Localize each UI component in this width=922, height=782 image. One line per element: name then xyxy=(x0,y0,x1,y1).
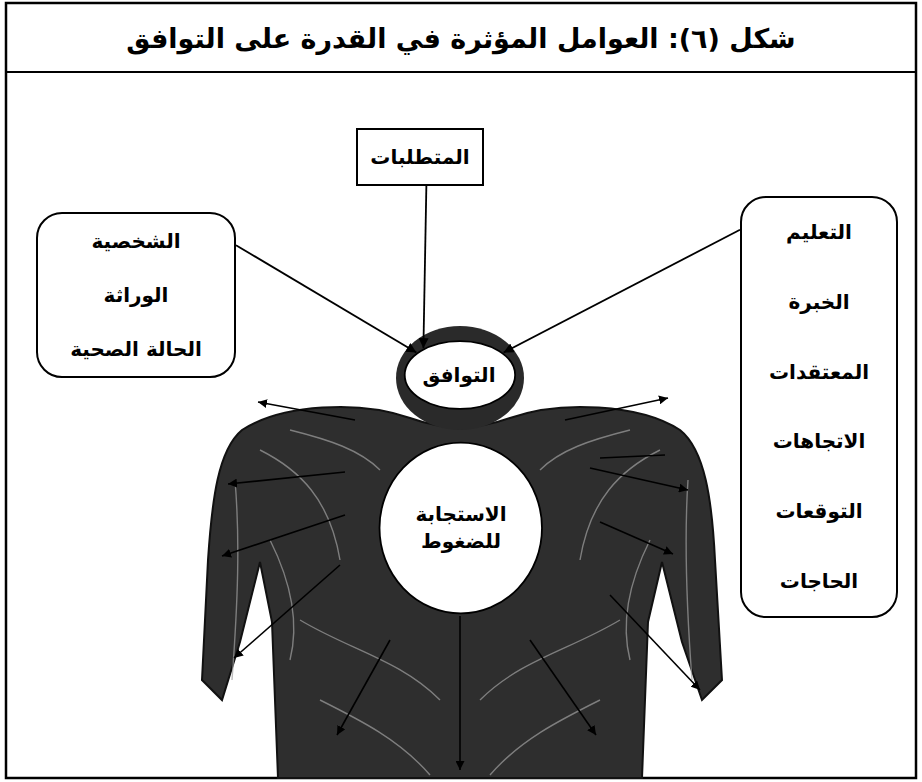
radial-arrow xyxy=(590,468,688,490)
node-label: الخبرة xyxy=(788,289,849,316)
radial-arrow xyxy=(530,640,596,735)
node-label: الشخصية xyxy=(91,228,180,255)
figure-title: شكل (٦): العوامل المؤثرة في القدرة على ا… xyxy=(10,6,912,70)
human-body xyxy=(202,326,722,778)
connector-arrow xyxy=(236,245,416,352)
node-label: الوراثة xyxy=(104,282,169,309)
radial-arrow xyxy=(337,640,390,735)
radial-arrow xyxy=(459,616,461,770)
radial-arrow xyxy=(234,565,340,658)
node-label: التوافق xyxy=(424,362,495,389)
muscle-texture xyxy=(232,430,692,775)
node-label: الحاجات xyxy=(780,568,858,595)
radial-arrow xyxy=(565,398,668,420)
radial-arrow xyxy=(610,595,700,690)
node-label: الاستجابة للضغوط xyxy=(406,501,516,555)
adjustment-circle: التوافق xyxy=(403,340,517,410)
demand-box: المتطلبات xyxy=(356,128,483,186)
circle-outline xyxy=(405,341,515,409)
connector-arrow xyxy=(423,186,426,348)
node-label: الاتجاهات xyxy=(773,428,866,455)
outer-frame xyxy=(6,3,916,778)
torso-silhouette xyxy=(202,407,722,778)
radial-arrow xyxy=(228,472,345,484)
radial-line xyxy=(600,455,665,458)
title-divider xyxy=(6,71,916,73)
stress-response-circle: الاستجابة للضغوط xyxy=(377,440,545,616)
node-label: التوقعات xyxy=(775,498,862,525)
factor-list-box: التعليم الخبرة المعتقدات الاتجاهات التوقعات ا… xyxy=(740,196,898,618)
radiating-arrows xyxy=(222,398,700,770)
node-label: المتطلبات xyxy=(370,144,469,171)
radial-arrow xyxy=(258,402,355,420)
circle-outline xyxy=(377,440,545,616)
node-label: المعتقدات xyxy=(769,359,869,386)
radial-arrow xyxy=(222,515,345,556)
circle-outline xyxy=(380,443,542,614)
factor-list-box: الشخصية الوراثة الحالة الصحية xyxy=(36,212,236,378)
node-label: التعليم xyxy=(786,219,852,246)
head-silhouette xyxy=(396,326,524,430)
connector-arrow xyxy=(504,230,740,353)
node-label: الحالة الصحية xyxy=(70,336,202,363)
radial-arrow xyxy=(600,522,673,554)
